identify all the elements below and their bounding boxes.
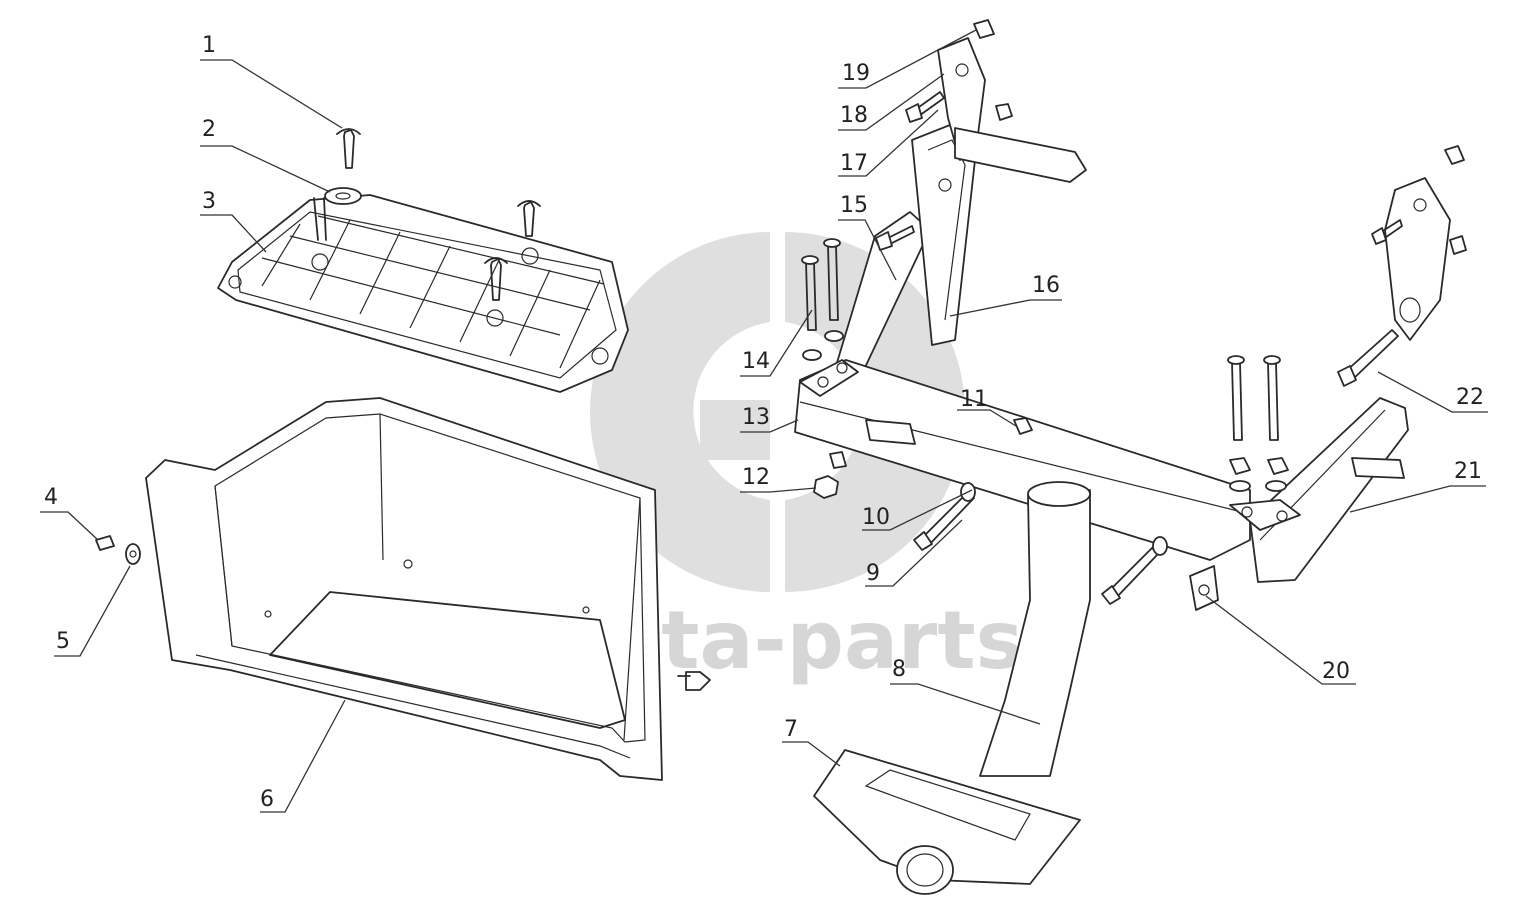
part-frame-fasteners [801, 19, 1467, 611]
callout-8: 8 [892, 657, 906, 682]
part-tread-plate [217, 194, 629, 393]
callout-18: 18 [840, 103, 868, 128]
callout-1: 1 [202, 33, 216, 58]
callout-21: 21 [1454, 459, 1482, 484]
part-screw-washer [95, 535, 711, 691]
callout-17: 17 [840, 151, 868, 176]
part-tow-frame [794, 37, 1451, 583]
callout-9: 9 [866, 561, 880, 586]
callout-6: 6 [260, 787, 274, 812]
callout-19: 19 [842, 61, 870, 86]
callout-13: 13 [742, 405, 770, 430]
part-tube [979, 481, 1091, 777]
callout-14: 14 [742, 349, 770, 374]
callout-10: 10 [862, 505, 890, 530]
callout-leaders [40, 29, 1488, 813]
callout-5: 5 [56, 629, 70, 654]
callout-4: 4 [44, 485, 58, 510]
callout-labels: 1 2 3 4 5 6 7 8 9 10 11 12 13 14 15 16 1… [44, 33, 1484, 812]
callout-20: 20 [1322, 659, 1350, 684]
callout-12: 12 [742, 465, 770, 490]
callout-2: 2 [202, 117, 216, 142]
callout-3: 3 [202, 189, 216, 214]
part-hitch [813, 749, 1081, 895]
part-plate-bolts [313, 128, 541, 301]
callout-15: 15 [840, 193, 868, 218]
callout-11: 11 [960, 387, 988, 412]
callout-22: 22 [1456, 385, 1484, 410]
callout-7: 7 [784, 717, 798, 742]
part-step-box [145, 397, 663, 781]
callout-16: 16 [1032, 273, 1060, 298]
